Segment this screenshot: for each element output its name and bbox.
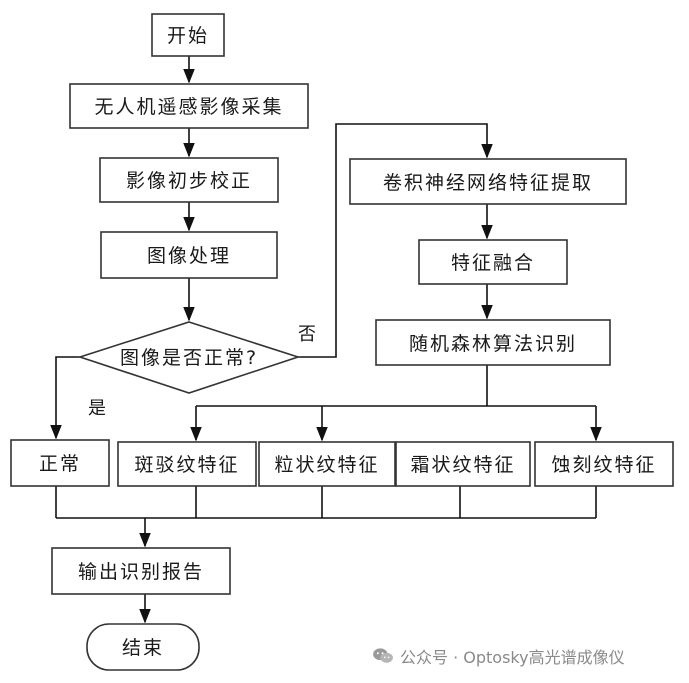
node-rf-box	[375, 319, 611, 366]
node-end-label: 结束	[122, 637, 164, 659]
node-feature-4-box	[534, 441, 674, 487]
node-correct-box	[99, 157, 279, 203]
node-rf-label: 随机森林算法识别	[409, 333, 577, 355]
node-start-label: 开始	[167, 25, 209, 47]
node-cnn-box	[349, 158, 627, 205]
node-acquire-label: 无人机遥感影像采集	[94, 96, 283, 118]
node-feature-4: 蚀刻纹特征	[534, 441, 674, 487]
node-feature-1-box	[117, 441, 257, 487]
watermark-text: 公众号 · Optosky高光谱成像仪	[400, 648, 625, 667]
node-correct-label: 影像初步校正	[126, 170, 252, 192]
node-feature-3-box	[395, 441, 531, 487]
node-acquire-box	[69, 83, 309, 129]
node-report: 输出识别报告	[51, 547, 231, 595]
node-feature-1-label: 斑驳纹特征	[134, 454, 239, 476]
node-feature-3: 霜状纹特征	[395, 441, 531, 487]
node-report-label: 输出识别报告	[78, 561, 204, 583]
node-end-box	[86, 623, 200, 671]
node-start-box	[151, 13, 225, 57]
node-fusion-label: 特征融合	[451, 252, 535, 274]
edge-label-yes: 是	[88, 398, 106, 419]
node-feature-4-label: 蚀刻纹特征	[551, 454, 656, 476]
node-acquire: 无人机遥感影像采集	[69, 83, 309, 129]
node-normal-label: 正常	[39, 453, 81, 475]
node-cnn-label: 卷积神经网络特征提取	[383, 172, 593, 194]
edge-decision-no	[298, 123, 493, 358]
watermark: 公众号 · Optosky高光谱成像仪	[372, 644, 625, 668]
node-fusion-box	[418, 239, 568, 285]
node-feature-2-label: 粒状纹特征	[274, 454, 379, 476]
node-end: 结束	[86, 623, 200, 671]
edges	[50, 56, 602, 624]
node-decision-shape	[77, 321, 301, 394]
node-decision: 图像是否正常?	[77, 321, 301, 394]
node-feature-2: 粒状纹特征	[258, 441, 396, 487]
node-normal: 正常	[10, 439, 110, 487]
node-start: 开始	[151, 13, 225, 57]
node-fusion: 特征融合	[418, 239, 568, 285]
edge-decision-yes	[50, 356, 80, 440]
node-rf: 随机森林算法识别	[375, 319, 611, 366]
node-normal-box	[10, 439, 110, 487]
node-decision-label: 图像是否正常?	[120, 347, 258, 369]
node-feature-1: 斑驳纹特征	[117, 441, 257, 487]
node-process: 图像处理	[100, 231, 278, 279]
edge-label-no: 否	[298, 324, 316, 345]
node-process-label: 图像处理	[147, 245, 231, 267]
wechat-icon	[373, 648, 393, 663]
node-feature-3-label: 霜状纹特征	[410, 454, 515, 476]
node-correct: 影像初步校正	[99, 157, 279, 203]
node-cnn: 卷积神经网络特征提取	[349, 158, 627, 205]
node-process-box	[100, 231, 278, 279]
node-feature-2-box	[258, 441, 396, 487]
node-report-box	[51, 547, 231, 595]
